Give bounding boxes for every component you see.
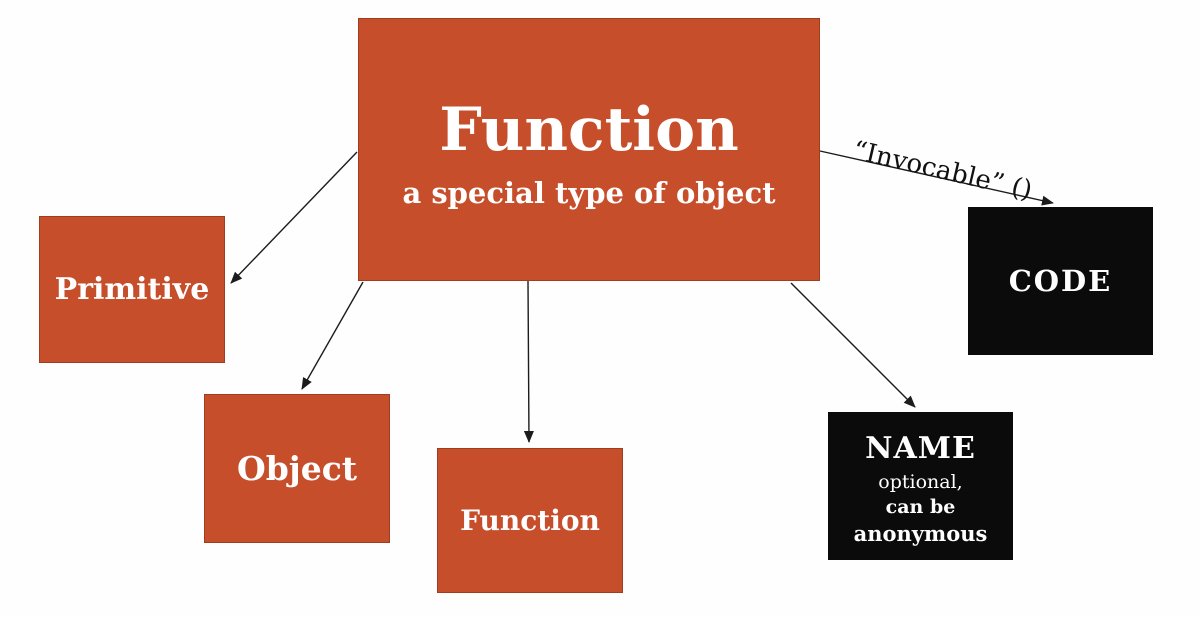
node-code: CODE — [968, 207, 1153, 355]
node-function-child-label: Function — [460, 504, 600, 537]
node-object-label: Object — [236, 449, 358, 488]
arrow-main-to-object — [301, 281, 364, 390]
node-primitive: Primitive — [39, 216, 225, 363]
node-name: NAME optional, can be anonymous — [828, 412, 1013, 560]
node-object: Object — [204, 394, 390, 543]
node-function-main-subtitle: a special type of object — [402, 176, 776, 210]
node-function-main-title: Function — [439, 95, 739, 165]
node-code-label: CODE — [1008, 264, 1113, 298]
node-name-sub-anonymous: anonymous — [853, 520, 988, 546]
node-name-title: NAME — [865, 430, 976, 466]
arrow-main-to-name — [790, 282, 916, 408]
node-primitive-label: Primitive — [54, 272, 210, 307]
node-function-main: Function a special type of object — [358, 18, 820, 281]
arrow-main-to-primitive — [230, 151, 358, 284]
node-name-sub-optional: optional, — [878, 470, 963, 493]
node-function-child: Function — [437, 448, 623, 593]
node-name-sub-can-be: can be — [885, 495, 956, 518]
arrow-main-to-code — [819, 150, 1054, 206]
arrow-main-to-function-child — [523, 280, 534, 443]
